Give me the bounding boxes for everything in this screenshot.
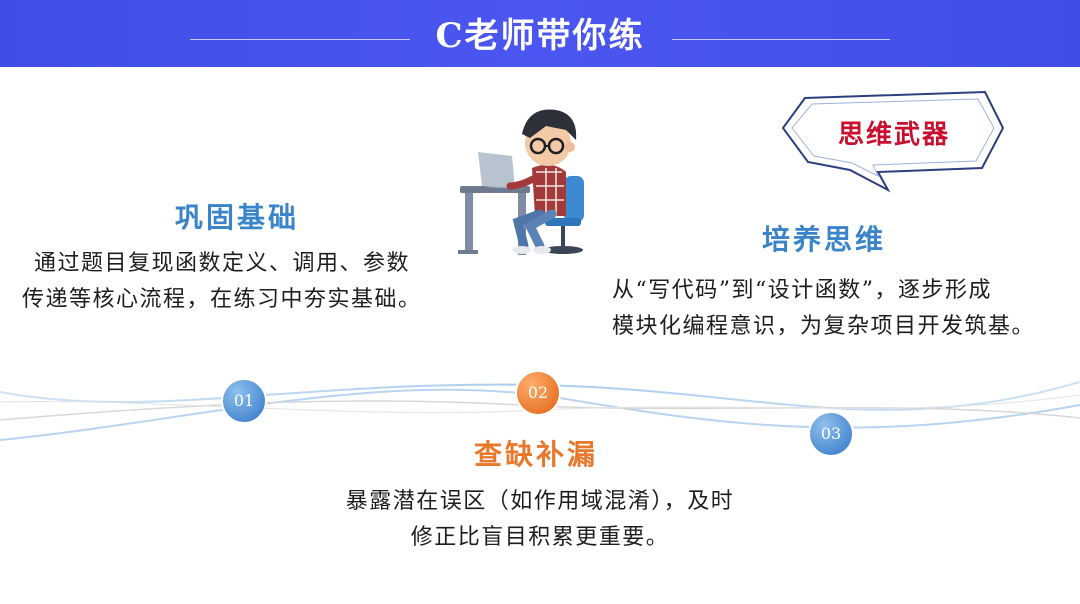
header-banner: C老师带你练 [0,0,1080,67]
programmer-at-desk-illustration [458,109,584,255]
section-body-consolidate: 通过题目复现函数定义、调用、参数 传递等核心流程，在练习中夯实基础。 [22,246,462,318]
page-title: C老师带你练 [435,16,645,56]
step-circle-01 [221,378,267,424]
step-number-03: 03 [820,424,842,443]
section-body-gaps: 暴露潜在误区（如作用域混淆），及时 修正比盲目积累更重要。 [310,484,770,556]
body-line: 暴露潜在误区（如作用域混淆），及时 [345,489,735,514]
step-circle-02 [515,370,561,416]
section-title-thinking: 培养思维 [762,223,887,256]
step-number-02: 02 [527,383,549,402]
badge-label: 思维武器 [837,120,950,150]
banner-divider-right [672,39,890,40]
section-title-gaps: 查缺补漏 [474,438,599,471]
section-title-consolidate: 巩固基础 [175,201,300,234]
body-line: 传递等核心流程，在练习中夯实基础。 [22,287,422,312]
body-line: 通过题目复现函数定义、调用、参数 [34,251,411,276]
speech-bubble-icon [781,90,1005,193]
step-circle-03 [808,411,854,457]
banner-divider-left [190,39,410,40]
body-line: 修正比盲目积累更重要。 [410,525,670,550]
section-body-thinking: 从“写代码”到“设计函数”，逐步形成 模块化编程意识，为复杂项目开发筑基。 [612,273,1072,345]
body-line: 模块化编程意识，为复杂项目开发筑基。 [612,314,1036,339]
step-number-01: 01 [233,391,255,410]
body-line: 从“写代码”到“设计函数”，逐步形成 [612,278,992,303]
